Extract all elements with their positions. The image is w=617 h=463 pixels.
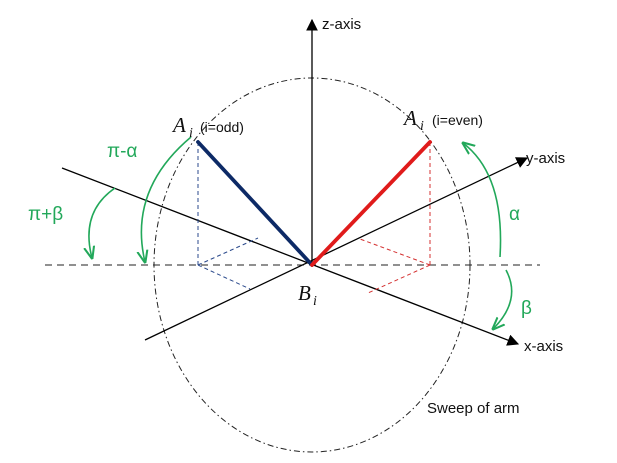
beta-arc xyxy=(493,269,513,329)
a-even-symbol: A xyxy=(402,106,417,130)
a-odd-subscript: i xyxy=(189,126,193,141)
x-axis-label: x-axis xyxy=(524,338,563,355)
pi-minus-alpha-arc xyxy=(141,136,192,262)
b-label: B i xyxy=(298,281,317,309)
b-symbol: B xyxy=(298,281,311,305)
alpha-label: α xyxy=(509,204,520,225)
sweep-of-arm-label: Sweep of arm xyxy=(427,400,520,417)
y-axis-label: y-axis xyxy=(526,150,565,167)
pi-minus-alpha-label: π-α xyxy=(107,141,137,162)
a-even-label: A i (i=even) xyxy=(402,106,483,134)
a-odd-label: A i (i=odd) xyxy=(171,113,244,141)
a-even-note: (i=even) xyxy=(432,112,483,128)
even-arm-projection xyxy=(359,142,431,294)
even-arm-line xyxy=(310,140,432,267)
b-subscript: i xyxy=(313,294,317,309)
angle-arcs xyxy=(89,136,513,329)
a-odd-symbol: A xyxy=(171,113,186,137)
y-axis-line xyxy=(144,157,529,341)
pi-plus-beta-arc xyxy=(89,187,116,258)
z-axis-label: z-axis xyxy=(322,16,361,33)
a-odd-note: (i=odd) xyxy=(200,119,244,135)
odd-arm-line xyxy=(196,140,314,267)
beta-label: β xyxy=(521,298,532,319)
odd-arm-projection xyxy=(197,142,259,290)
x-axis-line xyxy=(61,167,520,346)
a-even-subscript: i xyxy=(420,119,424,134)
alpha-arc xyxy=(463,143,502,258)
pi-plus-beta-label: π+β xyxy=(28,204,63,225)
